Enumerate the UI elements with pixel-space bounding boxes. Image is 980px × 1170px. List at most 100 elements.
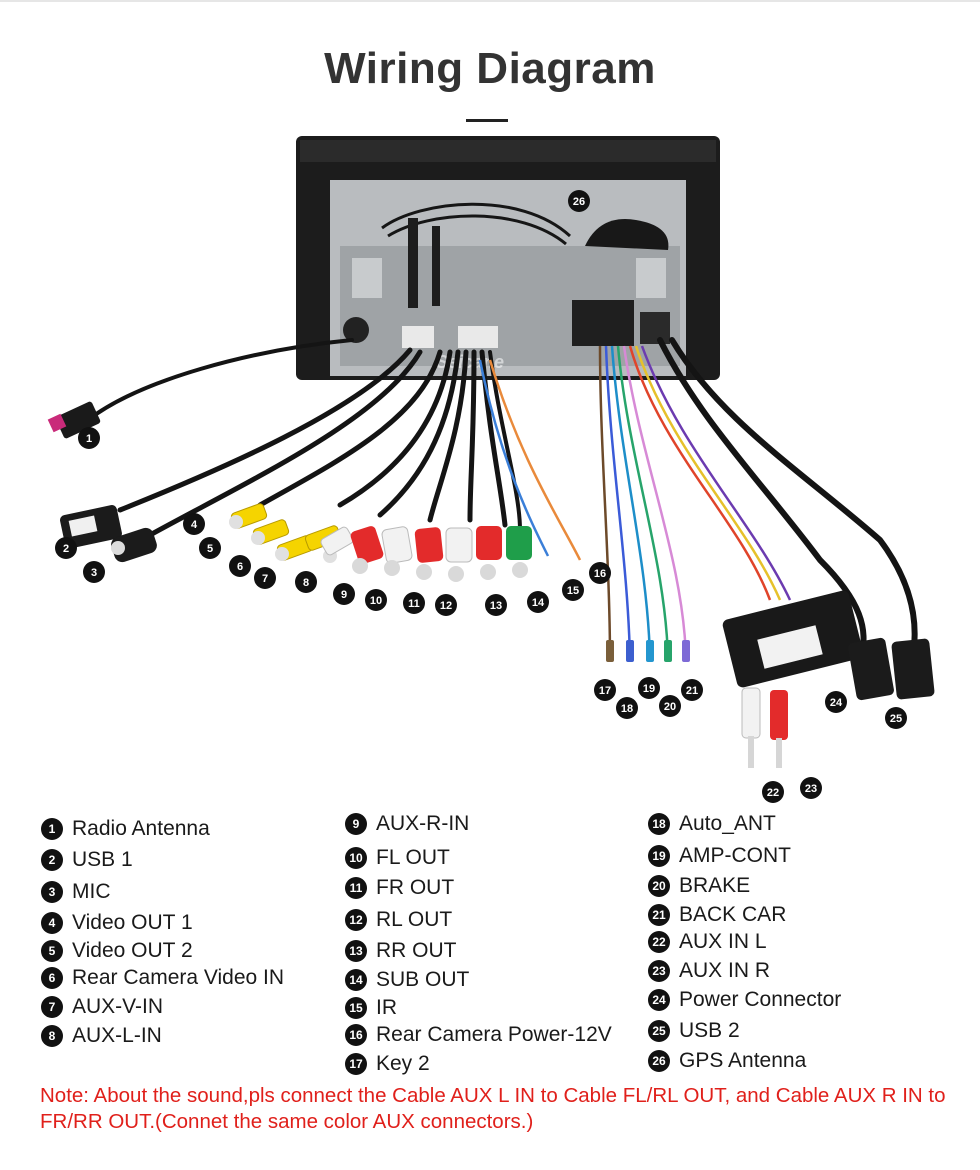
svg-text:23: 23 (805, 783, 817, 795)
legend-badge: 23 (648, 960, 670, 982)
legend-label: AUX IN L (679, 930, 767, 953)
legend-badge: 22 (648, 931, 670, 953)
legend-label: SUB OUT (376, 968, 470, 991)
legend-item-4: 4 Video OUT 1 (41, 911, 193, 935)
legend-label: AUX-V-IN (72, 995, 164, 1018)
legend-badge: 10 (345, 847, 367, 869)
legend-item-19: 19 AMP-CONT (648, 844, 791, 868)
svg-text:6: 6 (237, 561, 243, 573)
marker-25 (885, 707, 907, 729)
legend-badge: 13 (345, 940, 367, 962)
svg-text:13: 13 (490, 600, 502, 612)
marker-18 (616, 697, 638, 719)
legend-item-14: 14 SUB OUT (345, 968, 469, 992)
watermark-text: Seicane (436, 352, 504, 372)
legend-badge: 19 (648, 845, 670, 867)
legend-label: Power Connector (679, 988, 842, 1011)
sound-connection-note: Note: About the sound,pls connect the Ca… (40, 1084, 946, 1133)
legend-badge: 26 (648, 1050, 670, 1072)
legend-item-15: 15 IR (345, 996, 397, 1020)
legend-badge: 17 (345, 1053, 367, 1075)
legend-badge: 21 (648, 904, 670, 926)
legend-label: USB 2 (679, 1019, 740, 1042)
marker-10 (365, 589, 387, 611)
wire-tips (606, 640, 690, 662)
marker-4 (183, 513, 205, 535)
marker-20 (659, 695, 681, 717)
legend-label: FR OUT (376, 876, 455, 899)
svg-text:8: 8 (303, 577, 309, 589)
legend-label: USB 1 (72, 848, 133, 871)
legend-badge: 16 (345, 1024, 367, 1046)
svg-text:20: 20 (664, 701, 676, 713)
legend-item-21: 21 BACK CAR (648, 903, 786, 927)
mic-jack (111, 527, 157, 563)
marker-15 (562, 579, 584, 601)
marker-24 (825, 691, 847, 713)
legend-item-20: 20 BRAKE (648, 874, 750, 898)
marker-9 (333, 583, 355, 605)
svg-text:11: 11 (408, 598, 420, 610)
legend-badge: 24 (648, 989, 670, 1011)
svg-text:22: 22 (767, 787, 779, 799)
marker-23 (800, 777, 822, 799)
legend-label: IR (376, 996, 397, 1019)
legend-badge: 14 (345, 969, 367, 991)
legend-label: AUX-L-IN (72, 1024, 162, 1047)
rca-plugs (229, 503, 532, 582)
svg-text:15: 15 (567, 585, 579, 597)
svg-text:18: 18 (621, 703, 633, 715)
svg-text:10: 10 (370, 595, 382, 607)
svg-text:12: 12 (440, 600, 452, 612)
svg-text:24: 24 (830, 697, 843, 709)
marker-6 (229, 555, 251, 577)
legend-badge: 11 (345, 877, 367, 899)
legend-label: GPS Antenna (679, 1049, 807, 1072)
legend-badge: 3 (41, 881, 63, 903)
marker-19 (638, 677, 660, 699)
legend-label: MIC (72, 880, 111, 903)
svg-text:25: 25 (890, 713, 902, 725)
marker-2 (55, 537, 77, 559)
marker-26 (568, 190, 590, 212)
svg-text:1: 1 (86, 433, 92, 445)
legend-item-13: 13 RR OUT (345, 939, 457, 963)
wiring-illustration: Seicane (47, 136, 935, 803)
marker-3 (83, 561, 105, 583)
legend-item-26: 26 GPS Antenna (648, 1049, 806, 1073)
legend-item-24: 24 Power Connector (648, 988, 841, 1012)
title-underline (466, 119, 508, 122)
radio-antenna-connector (47, 401, 101, 439)
diagram-markers: 26 1 2 3 4 5 6 7 8 9 10 11 12 13 14 15 1… (55, 190, 907, 803)
svg-text:21: 21 (686, 685, 698, 697)
marker-14 (527, 591, 549, 613)
svg-text:17: 17 (599, 685, 611, 697)
legend-item-22: 22 AUX IN L (648, 930, 767, 954)
marker-12 (435, 594, 457, 616)
legend-label: Video OUT 2 (72, 939, 193, 962)
marker-5 (199, 537, 221, 559)
legend-label: BACK CAR (679, 903, 787, 926)
legend-label: Radio Antenna (72, 817, 210, 840)
marker-7 (254, 567, 276, 589)
marker-21 (681, 679, 703, 701)
legend-label: BRAKE (679, 874, 751, 897)
top-border (0, 0, 980, 2)
marker-16 (589, 562, 611, 584)
legend-label: RR OUT (376, 939, 457, 962)
svg-text:4: 4 (191, 519, 198, 531)
legend-label: AMP-CONT (679, 844, 791, 867)
legend-badge: 15 (345, 997, 367, 1019)
legend-badge: 4 (41, 912, 63, 934)
legend-badge: 20 (648, 875, 670, 897)
legend-label: Video OUT 1 (72, 911, 193, 934)
legend-badge: 9 (345, 813, 367, 835)
legend-badge: 18 (648, 813, 670, 835)
